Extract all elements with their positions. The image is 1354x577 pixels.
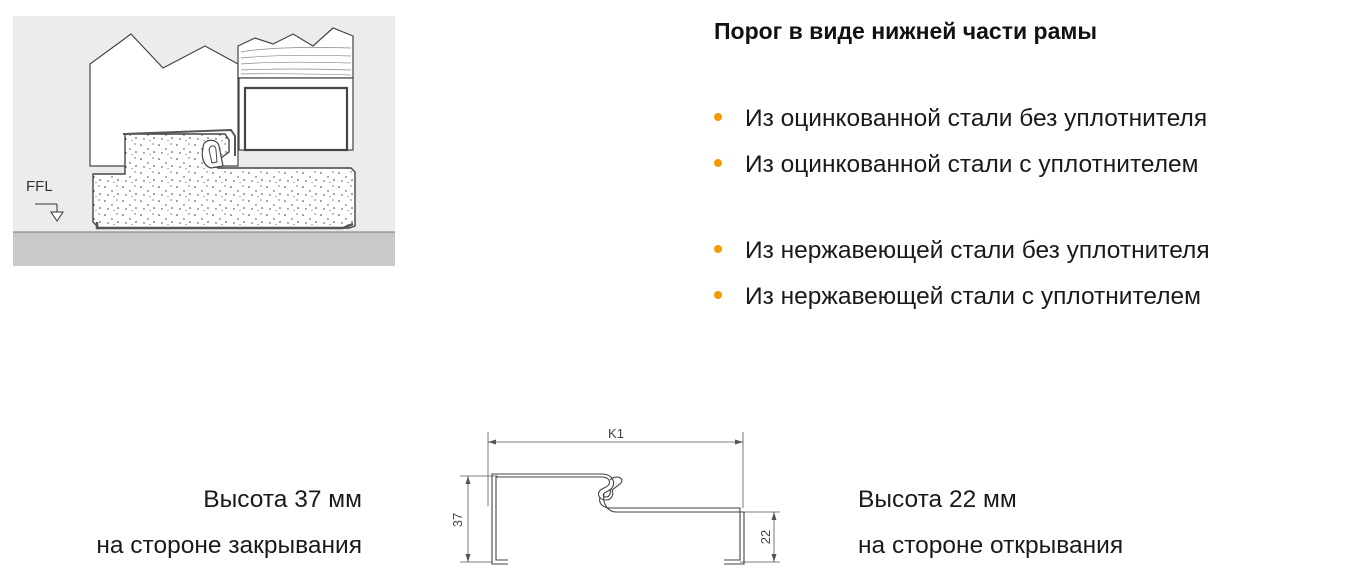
list-item: Из нержавеющей стали с уплотнителем <box>714 283 1210 331</box>
height-22-label: 22 <box>758 530 773 544</box>
k1-label: K1 <box>608 426 624 441</box>
list-item-text: Из нержавеющей стали с уплотнителем <box>745 283 1201 310</box>
threshold-section-illustration: FFL <box>13 16 395 266</box>
threshold-steel-top <box>122 128 236 156</box>
floor-slab <box>13 232 395 266</box>
profile-outline <box>491 473 745 565</box>
bullet-list-stainless: Из нержавеющей стали без уплотнителя Из … <box>714 237 1210 331</box>
caption-closing-side: Высота 37 мм на стороне закрывания <box>96 477 362 569</box>
list-item: Из оцинкованной стали с уплотнителем <box>714 151 1207 199</box>
list-item: Из нержавеющей стали без уплотнителя <box>714 237 1210 285</box>
list-item-text: Из нержавеющей стали без уплотнителя <box>745 237 1210 264</box>
caption-closing-side-text: на стороне закрывания <box>96 532 362 559</box>
list-item: Из оцинкованной стали без уплотнителя <box>714 105 1208 153</box>
bullet-dot-icon <box>714 159 722 167</box>
level-marker-icon <box>50 211 64 222</box>
caption-opening-side: Высота 22 мм на стороне открывания <box>858 477 1123 569</box>
section-heading: Порог в виде нижней части рамы <box>714 18 1098 44</box>
list-item-text: Из оцинкованной стали с уплотнителем <box>745 151 1199 178</box>
threshold-section-drawing: FFL <box>13 27 395 266</box>
bullet-list-galvanized: Из оцинкованной стали без уплотнителя Из… <box>714 105 1208 199</box>
threshold-profile-drawing: K1 37 22 <box>450 426 780 565</box>
door-profile <box>243 86 349 152</box>
threshold-steel-bottom <box>95 222 354 230</box>
list-item-text: Из оцинкованной стали без уплотнителя <box>745 105 1208 132</box>
seal <box>201 139 224 169</box>
caption-opening-height: Высота 22 мм <box>858 486 1017 513</box>
caption-closing-height: Высота 37 мм <box>203 486 362 513</box>
door-leaf-wood <box>237 27 354 79</box>
bullet-dot-icon <box>714 113 722 121</box>
caption-opening-side-text: на стороне открывания <box>858 532 1124 559</box>
bullet-dot-icon <box>714 291 722 299</box>
bullet-dot-icon <box>714 245 722 253</box>
height-37-label: 37 <box>450 513 465 527</box>
ffl-label: FFL <box>26 178 53 195</box>
